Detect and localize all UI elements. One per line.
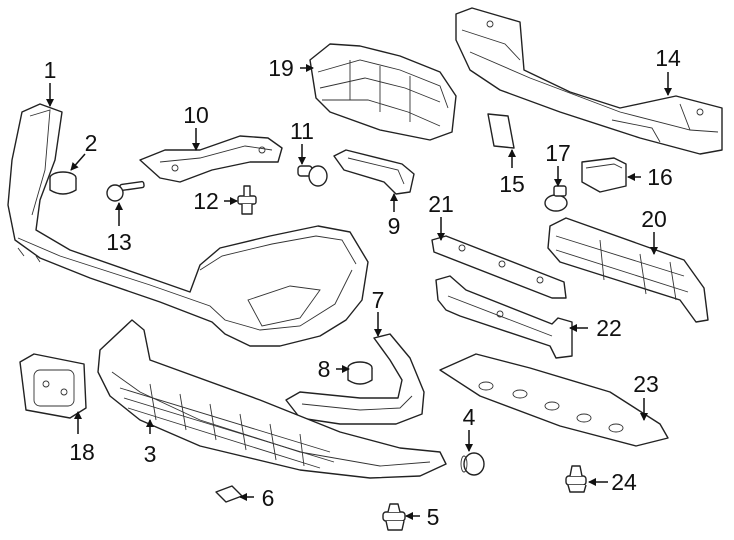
part-bracket-15 <box>487 113 515 149</box>
part-bracket-9 <box>333 149 415 195</box>
part-bumper-cover <box>7 103 369 347</box>
part-support-22 <box>435 275 573 359</box>
part-cap-17 <box>544 185 568 212</box>
part-clip-24 <box>565 465 587 493</box>
lower-grille-mesh <box>119 383 335 469</box>
part-absorber-19 <box>309 43 457 141</box>
part-support-21 <box>431 235 567 299</box>
part-clip-12 <box>237 185 257 215</box>
part-cap-6 <box>215 485 243 503</box>
callout-23: 23 <box>633 371 659 397</box>
callout-13: 13 <box>106 229 132 255</box>
callout-24: 24 <box>611 469 637 495</box>
callout-21: 21 <box>428 191 454 217</box>
callout-15: 15 <box>499 171 525 197</box>
callout-19: 19 <box>268 55 294 81</box>
callout-18: 18 <box>69 439 95 465</box>
part-grommet-11 <box>297 165 328 187</box>
callout-11: 11 <box>290 118 314 144</box>
callout-14: 14 <box>655 45 681 71</box>
part-bracket-10 <box>139 135 283 183</box>
part-bolt-13 <box>106 180 145 202</box>
part-clip-5 <box>382 503 406 531</box>
part-lower-cover-3 <box>97 319 447 479</box>
part-beam-14 <box>455 7 723 155</box>
part-clip-2 <box>49 171 77 195</box>
callout-1: 1 <box>44 57 57 83</box>
callout-5: 5 <box>427 504 440 530</box>
callout-6: 6 <box>262 485 275 511</box>
callout-2: 2 <box>85 130 98 156</box>
callout-labels: 1 2 3 4 5 6 7 8 9 10 11 12 13 14 15 16 1… <box>44 45 681 530</box>
callout-10: 10 <box>183 102 209 128</box>
callout-9: 9 <box>388 213 401 239</box>
callout-12: 12 <box>193 188 219 214</box>
callout-22: 22 <box>596 315 622 341</box>
callout-4: 4 <box>463 404 476 430</box>
callout-20: 20 <box>641 206 667 232</box>
callout-3: 3 <box>144 441 157 467</box>
callout-16: 16 <box>647 164 673 190</box>
part-shutter-20 <box>547 217 709 323</box>
callout-7: 7 <box>372 287 385 313</box>
part-undercover-23 <box>439 353 669 447</box>
part-module-16 <box>581 157 627 193</box>
part-plug-4 <box>460 452 485 476</box>
part-clip-8 <box>347 361 373 385</box>
callout-17: 17 <box>545 140 571 166</box>
leader-lines <box>46 64 672 520</box>
callout-8: 8 <box>318 356 331 382</box>
part-license-bracket-18 <box>19 353 87 419</box>
